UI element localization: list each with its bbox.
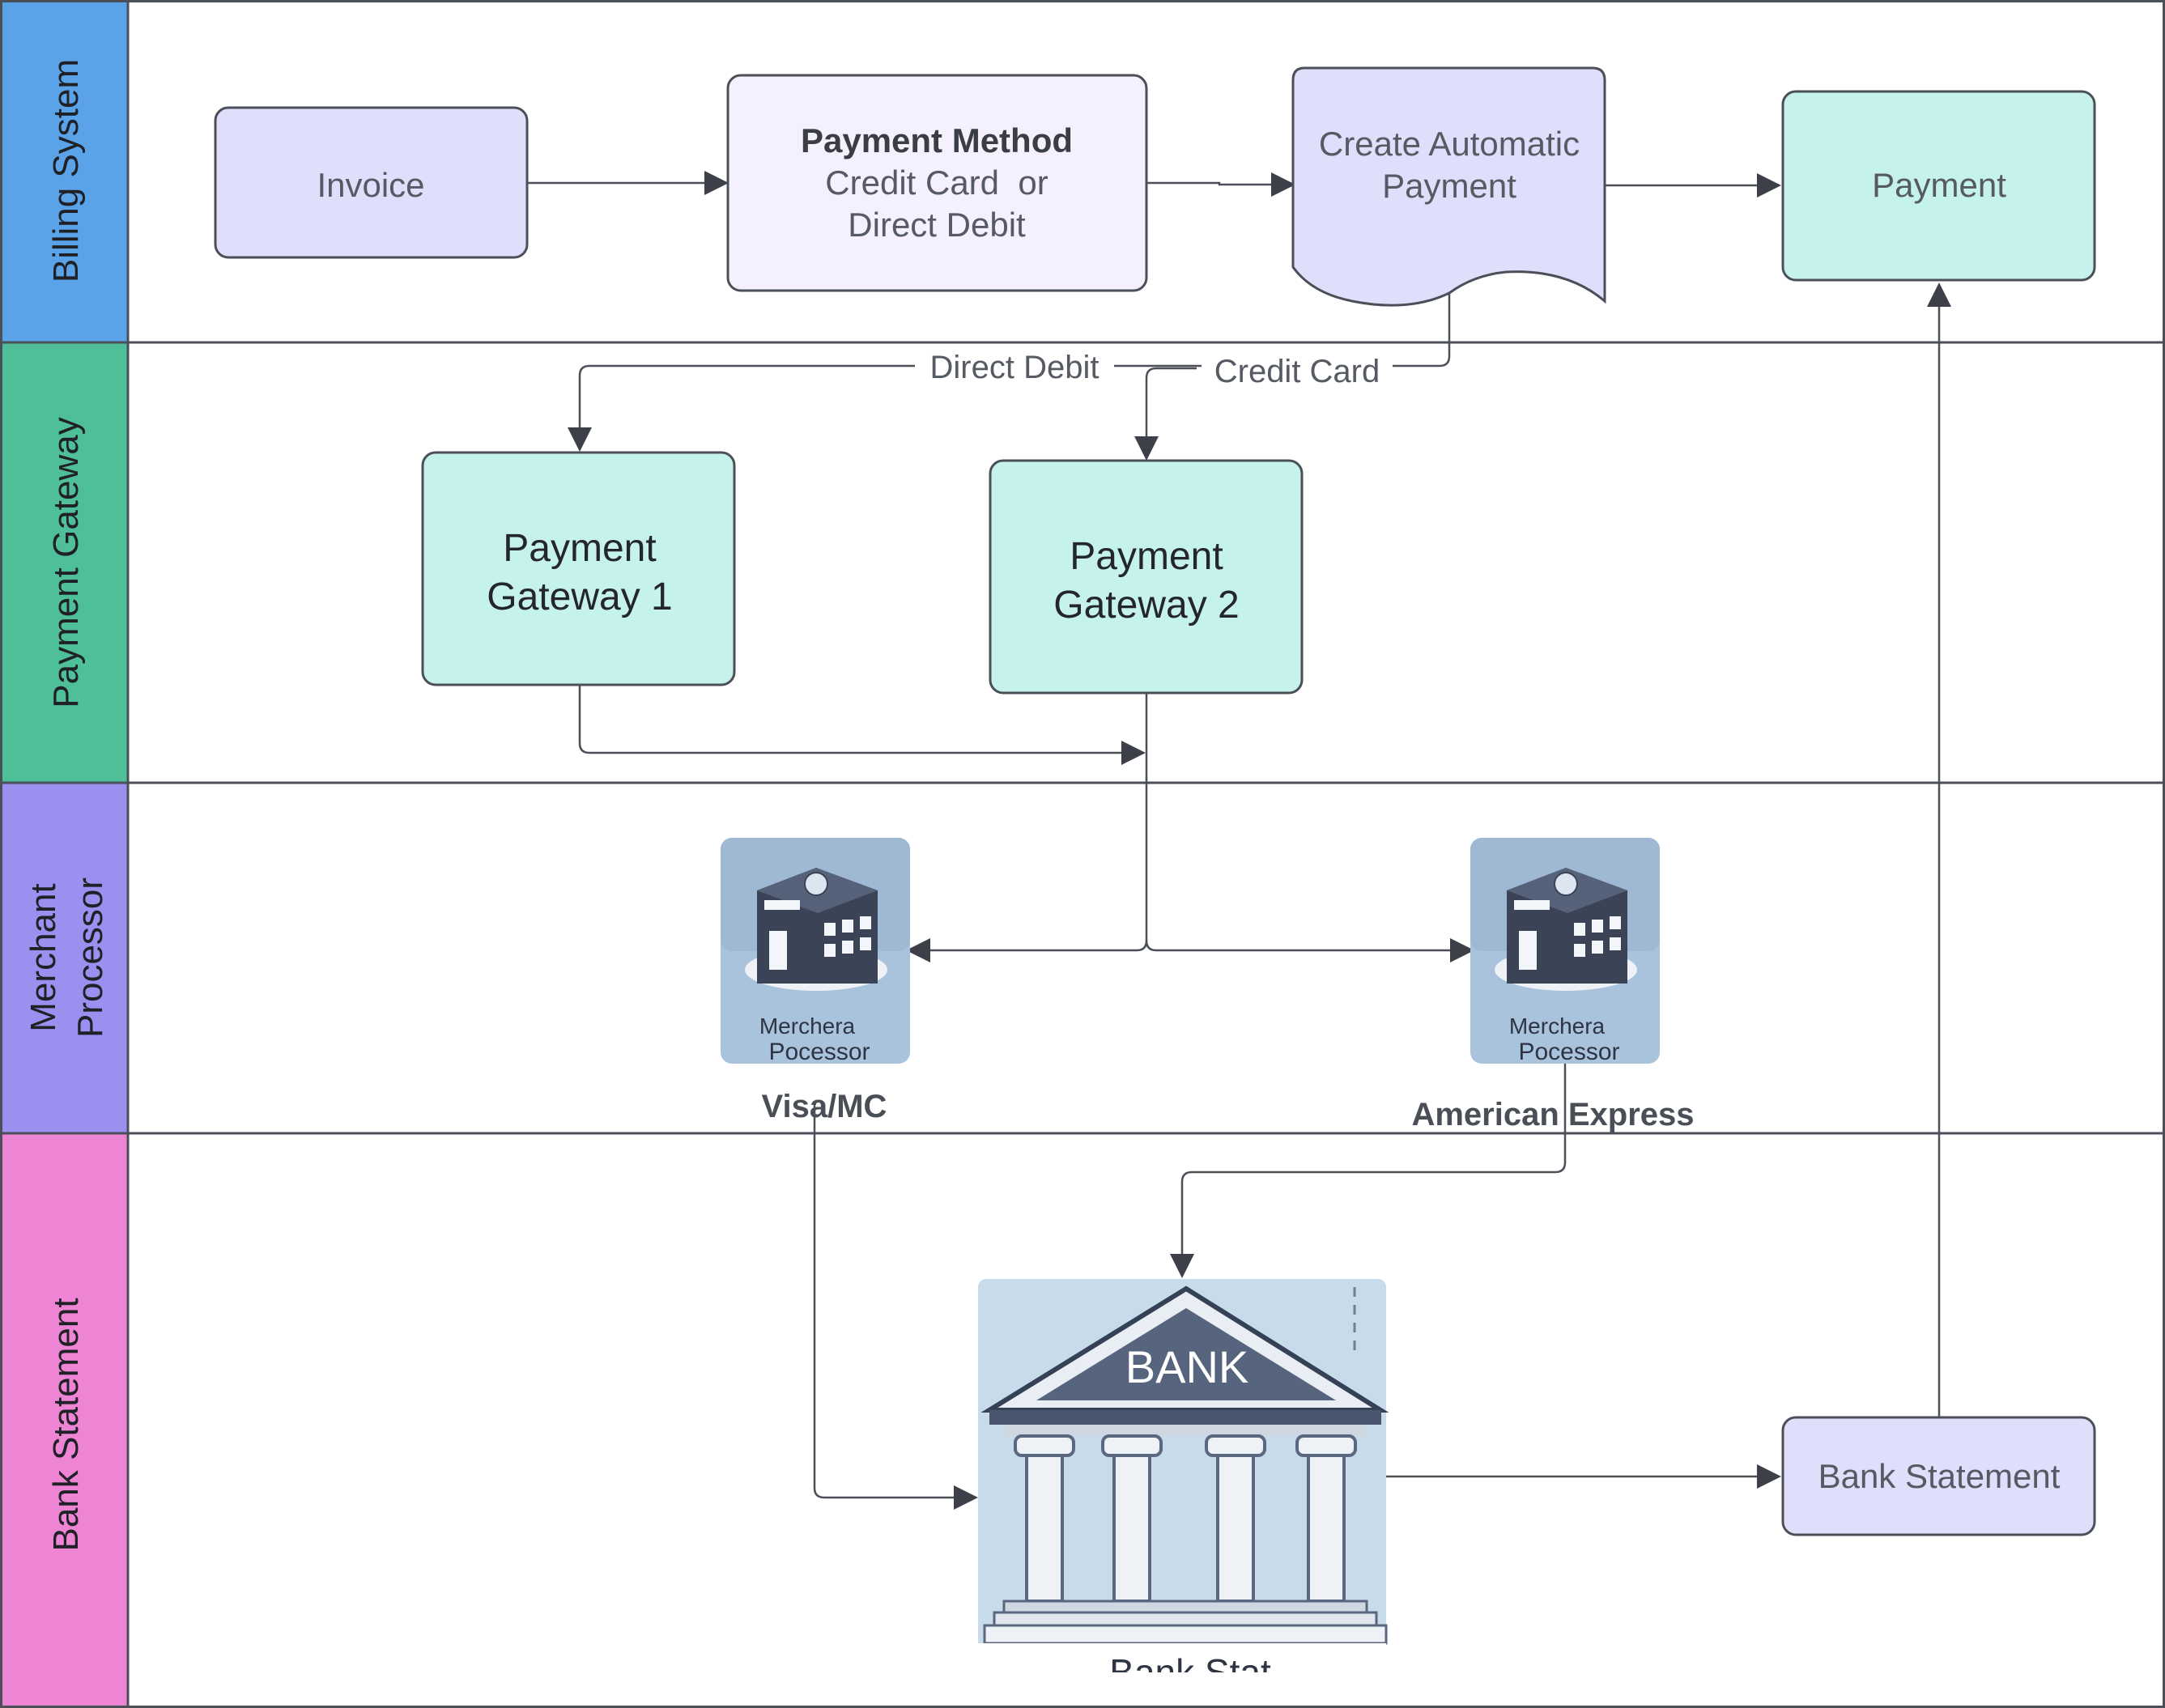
node-payment-method[interactable]: Payment Method Credit Card or Direct Deb… (726, 74, 1148, 292)
node-bank-statement[interactable]: Bank Statement (1781, 1416, 2096, 1536)
node-payment[interactable]: Payment (1781, 90, 2096, 282)
visa-icon-text-line1: Merchera (759, 1013, 856, 1039)
edge-visa-to-bank (813, 1101, 978, 1510)
node-bank-statement-label: Bank Statement (1818, 1457, 2061, 1495)
node-invoice[interactable]: Invoice (214, 106, 529, 259)
node-bank[interactable]: BANK Bank Stat (978, 1279, 1389, 1693)
node-payment-method-title: Payment Method (801, 121, 1073, 159)
bank-sign-text: BANK (1125, 1341, 1249, 1392)
node-payment-gateway-2[interactable]: Payment Gateway 2 (989, 459, 1304, 695)
lane-payment-gateway: Payment Gateway (0, 341, 130, 784)
amex-icon-text-line2: Pocessor (1518, 1039, 1619, 1065)
node-create-automatic-payment-line2: Payment (1382, 167, 1516, 205)
edge-junction-to-visa (906, 938, 1148, 962)
node-payment-gateway-2-line1: Payment (1070, 535, 1223, 578)
edge-split-to-gateway2 (1134, 367, 1197, 461)
lane-label-merchant-processor-line1: Merchant (23, 883, 63, 1031)
edge-label-credit-card: Credit Card (1202, 353, 1393, 389)
node-payment-gateway-1[interactable]: Payment Gateway 1 (421, 451, 736, 686)
node-invoice-label: Invoice (317, 166, 424, 204)
lane-bank-statement: Bank Statement (0, 1132, 130, 1708)
node-payment-method-line1: Credit Card or (825, 164, 1048, 202)
processor-visa-caption: Visa/MC (762, 1089, 887, 1124)
edge-gateway1-to-junction (578, 686, 1146, 765)
node-payment-gateway-1-line1: Payment (503, 527, 656, 570)
node-processor-visa[interactable]: Merchera Pocessor Visa/MC (721, 838, 910, 1124)
node-payment-gateway-2-line2: Gateway 2 (1053, 584, 1239, 627)
edge-payment-method-to-create-payment (1146, 172, 1295, 197)
lane-label-merchant-processor-line2: Processor (70, 877, 110, 1038)
lane-merchant-processor: Merchant Processor (0, 781, 130, 1135)
node-processor-amex[interactable]: Merchera Pocessor American Express (1411, 838, 1695, 1132)
edge-label-direct-debit: Direct Debit (915, 350, 1114, 385)
node-payment-method-line2: Direct Debit (848, 206, 1026, 244)
edge-junction-to-amex (1145, 938, 1474, 962)
processor-amex-caption: American Express (1411, 1097, 1694, 1132)
lane-label-bank-statement: Bank Statement (46, 1298, 86, 1551)
lane-label-payment-gateway: Payment Gateway (46, 417, 86, 708)
amex-icon-text-line1: Merchera (1509, 1013, 1606, 1039)
edge-label-direct-debit-text: Direct Debit (930, 350, 1100, 385)
node-payment-gateway-1-line2: Gateway 1 (487, 576, 672, 618)
visa-icon-text-line2: Pocessor (768, 1039, 870, 1065)
bank-clipped-caption: Bank Stat (1109, 1651, 1271, 1693)
node-payment-label: Payment (1872, 166, 2006, 204)
lane-billing-system: Billing System (0, 0, 130, 344)
node-create-automatic-payment-line1: Create Automatic (1319, 125, 1580, 163)
merchant-processor-icon: Merchera Pocessor (721, 838, 910, 1065)
edge-amex-to-bank (1170, 1062, 1567, 1278)
bank-icon: BANK Bank Stat (978, 1279, 1389, 1693)
node-create-automatic-payment[interactable]: Create Automatic Payment (1291, 66, 1606, 307)
lane-label-billing-system: Billing System (46, 59, 86, 283)
merchant-processor-icon: Merchera Pocessor (1470, 838, 1660, 1065)
edge-label-credit-card-text: Credit Card (1214, 354, 1380, 389)
